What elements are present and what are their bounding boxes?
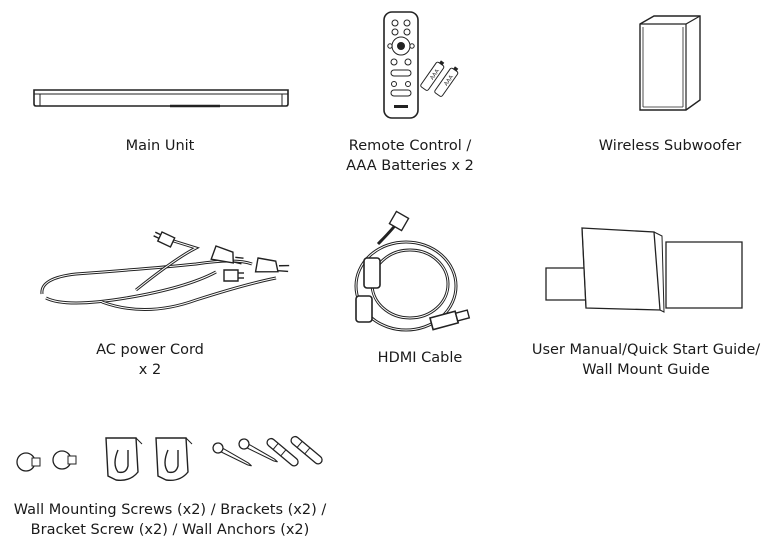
mounting-hardware-figure: [12, 428, 330, 488]
power-cord-label-line2: x 2: [138, 362, 162, 378]
mounting-hardware-label-line2: Bracket Screw (x2) / Wall Anchors (x2): [30, 522, 310, 538]
power-cord-label-line1: AC power Cord: [96, 342, 204, 358]
power-cord-icon: [36, 228, 296, 328]
subwoofer-label: Wireless Subwoofer: [598, 138, 742, 154]
remote-control-label-line1: Remote Control /: [348, 138, 472, 154]
soundbar-icon: [30, 86, 292, 110]
hdmi-cable-figure: [346, 214, 476, 344]
manuals-figure: [544, 226, 754, 316]
remote-control-label-line2: AAA Batteries x 2: [346, 158, 474, 174]
mounting-hardware-label-line1: Wall Mounting Screws (x2) / Brackets (x2…: [13, 502, 327, 518]
hdmi-cable-icon: [346, 214, 476, 344]
hdmi-cable-caption: HDMI Cable: [320, 348, 520, 368]
subwoofer-icon: [630, 14, 710, 120]
remote-control-icon: AAA AAA: [376, 10, 466, 120]
mounting-hardware-icon: [12, 428, 330, 488]
manual-booklets-icon: [544, 226, 754, 316]
hdmi-cable-label: HDMI Cable: [377, 350, 463, 366]
power-cord-caption: AC power Cord x 2: [50, 340, 250, 380]
subwoofer-caption: Wireless Subwoofer: [570, 136, 770, 156]
main-unit-label: Main Unit: [125, 138, 195, 154]
manuals-caption: User Manual/Quick Start Guide/ Wall Moun…: [520, 340, 772, 380]
remote-control-caption: Remote Control / AAA Batteries x 2: [305, 136, 515, 176]
power-cord-figure: [36, 228, 296, 328]
battery-label: AAA: [429, 68, 441, 81]
main-unit-figure: [30, 86, 292, 110]
main-unit-caption: Main Unit: [60, 136, 260, 156]
manuals-label-line2: Wall Mount Guide: [582, 362, 710, 378]
battery-label: AAA: [443, 74, 455, 87]
remote-control-figure: AAA AAA: [376, 10, 466, 120]
mounting-hardware-caption: Wall Mounting Screws (x2) / Brackets (x2…: [0, 500, 340, 540]
subwoofer-figure: [630, 14, 710, 120]
manuals-label-line1: User Manual/Quick Start Guide/: [531, 342, 761, 358]
